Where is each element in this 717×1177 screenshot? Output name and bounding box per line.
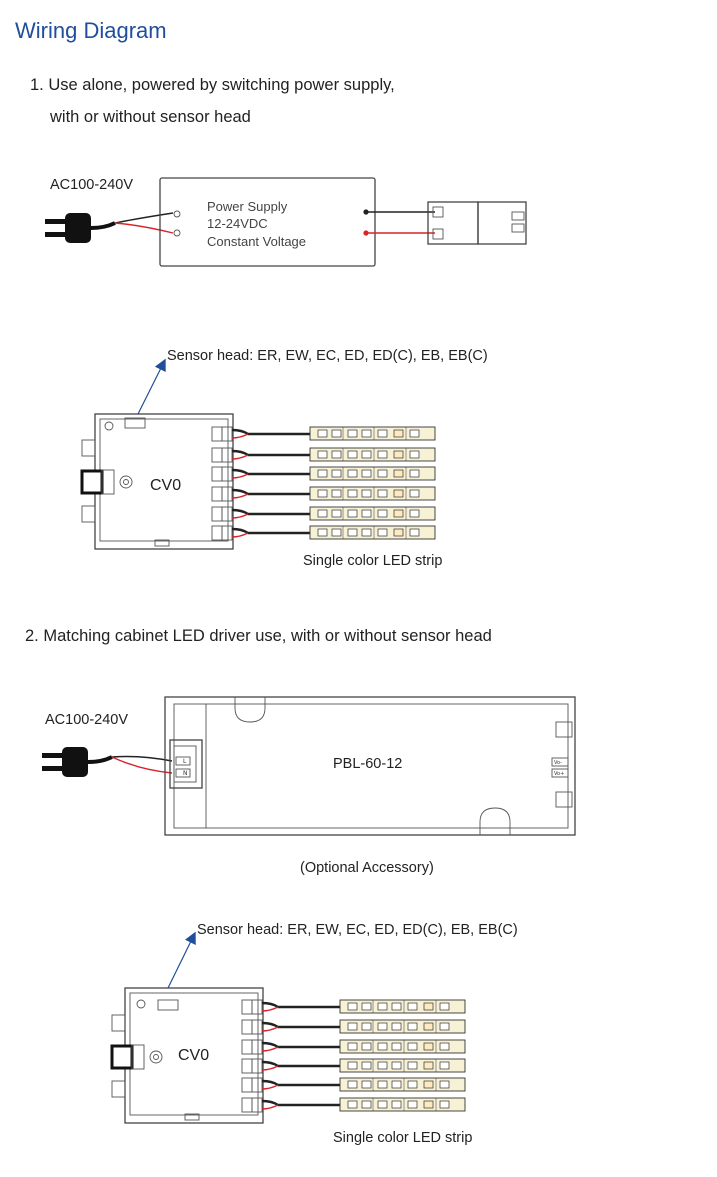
sensor-arrow: [137, 358, 166, 415]
plug-icon: [40, 745, 114, 779]
controller-cv0: [110, 987, 264, 1124]
plug-icon: [43, 211, 117, 245]
section1-ac-label: AC100-240V: [50, 177, 134, 193]
driver-label: PBL-60-12: [333, 756, 403, 772]
section2-outputs: [241, 999, 466, 1113]
driver-box: [164, 696, 576, 836]
section2-controller-label: CV0: [178, 1047, 210, 1064]
section1-sensor-label: Sensor head: ER, EW, EC, ED, ED(C), EB, …: [167, 348, 488, 364]
section2-sensor-label: Sensor head: ER, EW, EC, ED, ED(C), EB, …: [197, 922, 518, 938]
power-supply-line3: Constant Voltage: [207, 234, 307, 249]
driver-vo-minus: Vo-: [554, 760, 562, 766]
page-title: Wiring Diagram: [15, 18, 167, 43]
section2-strip-label: Single color LED strip: [333, 1130, 473, 1146]
section2-ac-label: AC100-240V: [45, 712, 129, 728]
power-supply-line1: Power Supply: [207, 199, 288, 214]
controller-cv0: [80, 413, 234, 550]
section1-outputs: [211, 426, 436, 541]
power-supply-line2: 12-24VDC: [207, 216, 268, 231]
section1-strip-label: Single color LED strip: [303, 553, 443, 569]
section2-heading: 2. Matching cabinet LED driver use, with…: [25, 627, 492, 645]
section1-controller-label: CV0: [150, 477, 182, 494]
driver-terminal-l: L: [183, 758, 187, 765]
sensor-arrow: [167, 931, 196, 989]
section1-heading-line2: with or without sensor head: [50, 108, 251, 126]
power-supply-box: [159, 177, 376, 267]
optional-accessory-label: (Optional Accessory): [300, 860, 434, 876]
driver-terminal-n: N: [183, 770, 188, 777]
dc-connector: [427, 201, 527, 245]
section1-heading-line1: 1. Use alone, powered by switching power…: [30, 76, 395, 94]
driver-vo-plus: Vo+: [554, 771, 564, 777]
